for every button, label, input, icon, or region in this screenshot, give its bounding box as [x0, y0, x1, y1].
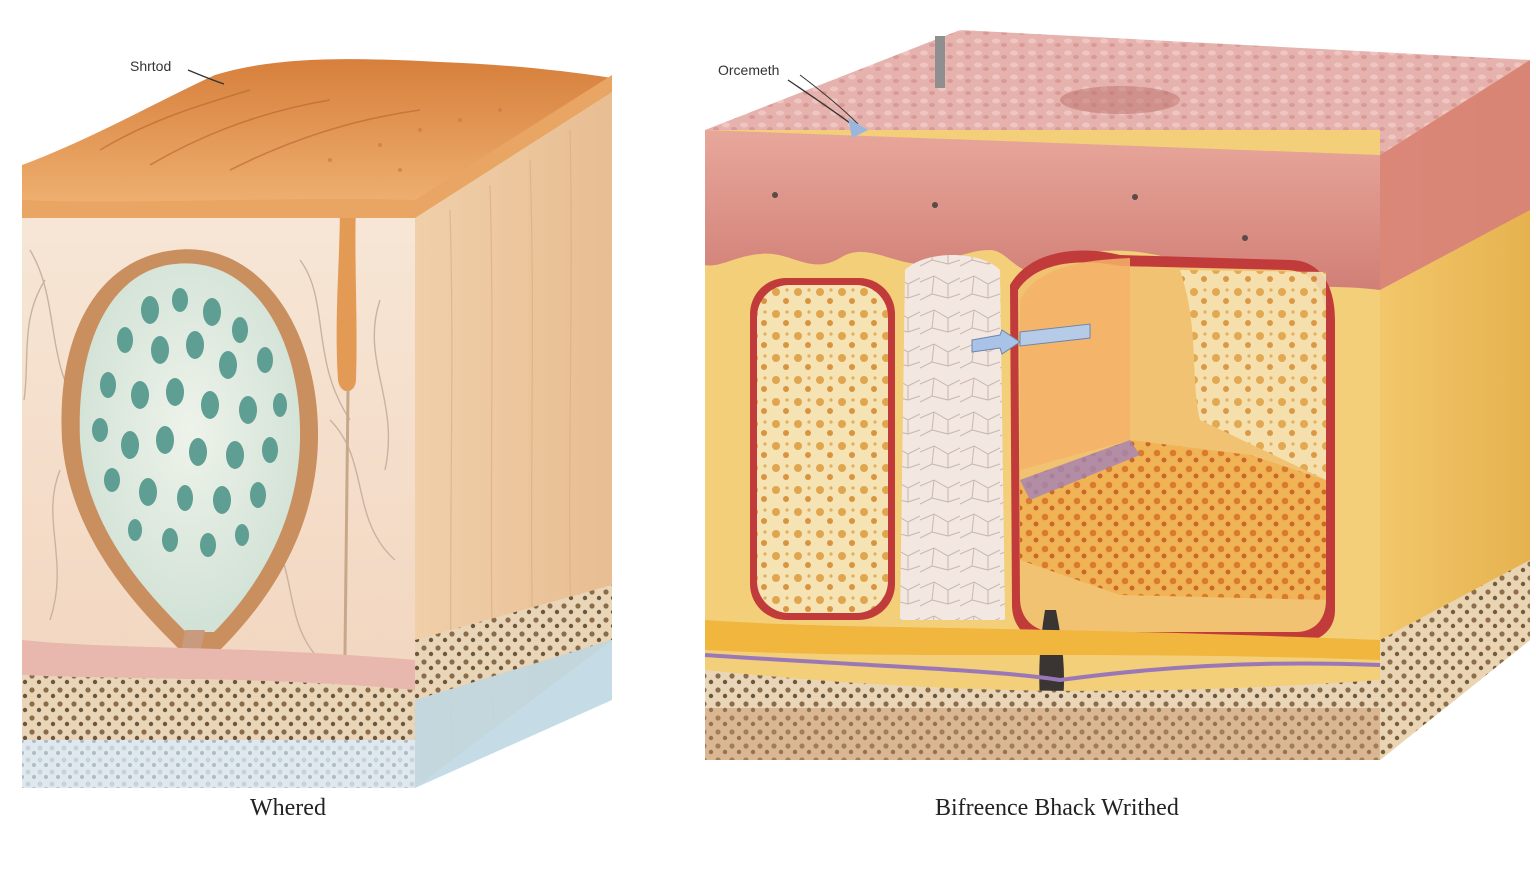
- right-block-caption: Bifreence Bhack Writhed: [935, 795, 1179, 821]
- left-label-pointer: [187, 69, 225, 85]
- left-blue-layer: [22, 740, 415, 788]
- right-probe-pin: [935, 36, 945, 88]
- right-block-label: Orcemeth: [718, 62, 780, 78]
- right-dot-layer: [705, 670, 1380, 760]
- right-flow-arrow: [971, 323, 1091, 355]
- right-epidermis-band: [705, 130, 1380, 290]
- left-gland-lobules: [92, 288, 287, 557]
- left-sebum-drip: [336, 205, 357, 392]
- left-pink-layer: [22, 640, 415, 690]
- right-open-pore-floor: [1020, 440, 1326, 600]
- left-block-label: Shrtod: [130, 58, 172, 74]
- right-purple-vessel: [704, 653, 1381, 683]
- left-dot-layer: [22, 675, 415, 740]
- right-skin-block: [704, 30, 1530, 760]
- right-left-pore-interior: [757, 285, 888, 613]
- left-side-dots-layer: [415, 585, 612, 700]
- left-skin-block: [22, 59, 612, 788]
- right-middle-cell-column: [900, 255, 1005, 620]
- left-block-caption: Whered: [250, 795, 326, 821]
- left-skin-ridges: [99, 89, 421, 171]
